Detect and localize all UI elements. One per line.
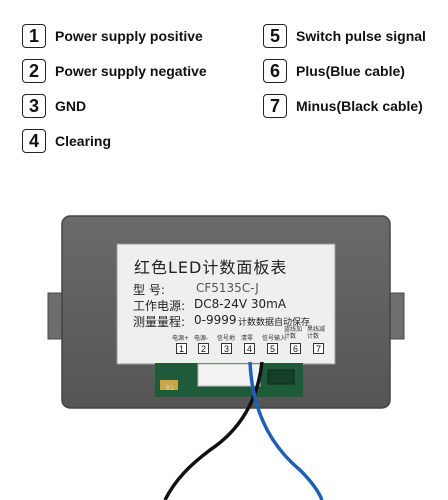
blue-wire [248, 361, 324, 500]
pin-label-6: 蓝线加计数 [284, 326, 303, 340]
range-label: 测量量程: [133, 315, 186, 329]
legend-label: Plus(Blue cable) [296, 63, 405, 79]
legend-item-4: 4 Clearing [22, 129, 111, 153]
black-wire [163, 361, 264, 500]
legend-number-badge: 7 [263, 94, 287, 118]
pin-number-7: 7 [313, 343, 324, 354]
board-component [267, 369, 295, 385]
legend-label: Power supply negative [55, 63, 207, 79]
pin-label-4: 清零 [241, 335, 254, 342]
range-note: 计数数据自动保存 [238, 318, 311, 328]
legend-number-badge: 1 [22, 24, 46, 48]
model-label: 型 号: [133, 283, 165, 297]
pin-number-4: 4 [244, 343, 255, 354]
panel-title: 红色LED计数面板表 [134, 258, 288, 277]
pin-label-1: 电源+ [172, 335, 190, 342]
legend-label: Clearing [55, 133, 112, 149]
legend-item-2: 2 Power supply negative [22, 59, 207, 83]
pin-number-6: 6 [290, 343, 301, 354]
legend-number-badge: 3 [22, 94, 46, 118]
model-value: CF5135C-J [196, 281, 259, 295]
pin-number-2: 2 [198, 343, 209, 354]
pin-number-1: 1 [176, 343, 187, 354]
legend-label: GND [55, 98, 87, 114]
legend-label: Switch pulse signal [296, 28, 426, 44]
legend-label: Power supply positive [55, 28, 203, 44]
legend-number-badge: 4 [22, 129, 46, 153]
legend-item-1: 1 Power supply positive [22, 24, 203, 48]
power-label: 工作电源: [133, 299, 186, 313]
legend-item-3: 3 GND [22, 94, 86, 118]
pin-label-3: 信号地 [217, 335, 236, 342]
pin-number-3: 3 [221, 343, 232, 354]
board-component [160, 380, 178, 390]
pin-label-2: 电源- [194, 335, 209, 342]
legend-item-6: 6 Plus(Blue cable) [263, 59, 405, 83]
legend-item-7: 7 Minus(Black cable) [263, 94, 423, 118]
legend-label: Minus(Black cable) [296, 98, 423, 114]
legend-number-badge: 2 [22, 59, 46, 83]
pin-number-5: 5 [267, 343, 278, 354]
legend-number-badge: 6 [263, 59, 287, 83]
power-value: DC8-24V 30mA [194, 297, 287, 311]
board-mark: R1 [166, 385, 174, 392]
pin-label-7: 黑线减计数 [307, 326, 326, 340]
legend-item-5: 5 Switch pulse signal [263, 24, 426, 48]
legend-number-badge: 5 [263, 24, 287, 48]
range-value: 0-9999 [194, 313, 237, 327]
pin-label-5: 信号输入 [262, 335, 287, 342]
